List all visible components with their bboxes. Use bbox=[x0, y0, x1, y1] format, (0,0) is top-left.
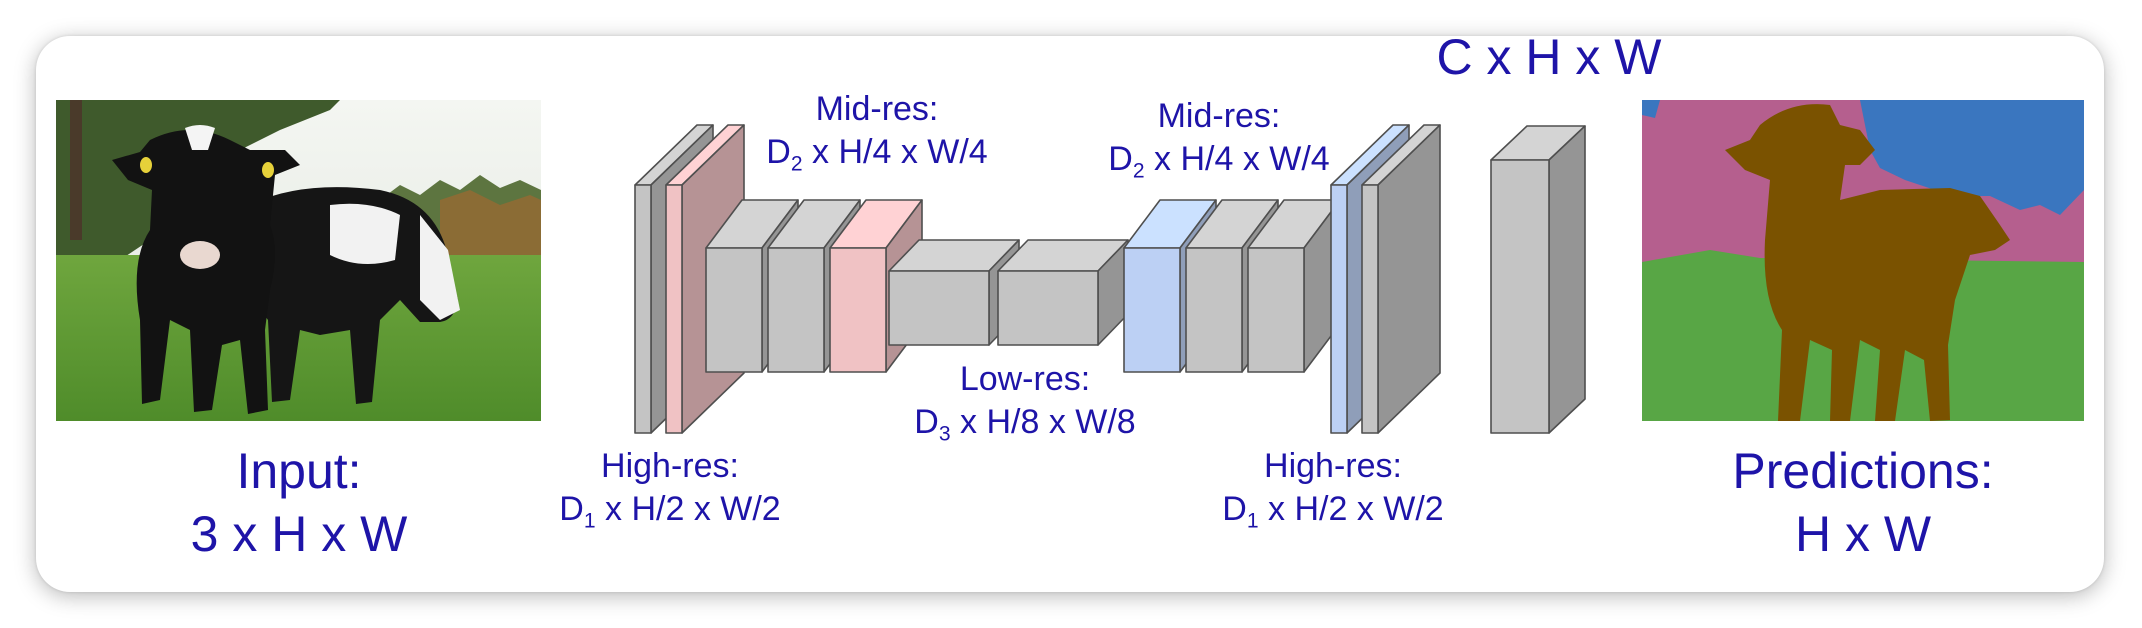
high-res-left-dims: D1 x H/2 x W/2 bbox=[559, 489, 781, 532]
high-res-right-dims: D1 x H/2 x W/2 bbox=[1222, 489, 1444, 532]
low-res-title: Low-res: bbox=[959, 360, 1091, 398]
predictions-title: Predictions: bbox=[1732, 443, 1994, 499]
network-blocks bbox=[634, 124, 1586, 434]
channels-dims: C x H x W bbox=[1436, 29, 1662, 85]
input-dims: 3 x H x W bbox=[190, 505, 408, 562]
high-res-layer-4 bbox=[1361, 124, 1441, 434]
predictions-label: Predictions: H x W bbox=[1732, 440, 1993, 565]
mid-res-left-label: Mid-res: D2 x H/4 x W/4 bbox=[766, 88, 987, 177]
high-res-right-label: High-res: D1 x H/2 x W/2 bbox=[1222, 445, 1443, 534]
low-res-label: Low-res: D3 x H/8 x W/8 bbox=[914, 358, 1135, 447]
low-res-dims: D3 x H/8 x W/8 bbox=[914, 402, 1136, 445]
input-label: Input: 3 x H x W bbox=[191, 440, 408, 565]
input-title: Input: bbox=[236, 443, 362, 499]
high-res-left-title: High-res: bbox=[601, 447, 739, 485]
predictions-dims: H x W bbox=[1794, 505, 1932, 562]
mid-res-right-label: Mid-res: D2 x H/4 x W/4 bbox=[1108, 95, 1329, 184]
input-image bbox=[56, 100, 541, 421]
high-res-left-label: High-res: D1 x H/2 x W/2 bbox=[559, 445, 780, 534]
mid-res-right-dims: D2 x H/4 x W/4 bbox=[1108, 139, 1330, 182]
mid-res-right-title: Mid-res: bbox=[1157, 97, 1281, 135]
high-res-right-title: High-res: bbox=[1264, 447, 1402, 485]
low-res-layer-2 bbox=[997, 239, 1129, 346]
channels-label: C x H x W bbox=[1437, 26, 1662, 89]
mid-res-left-title: Mid-res: bbox=[815, 90, 939, 128]
predictions-image bbox=[1642, 100, 2084, 421]
output-layer bbox=[1490, 125, 1586, 434]
mid-res-left-dims: D2 x H/4 x W/4 bbox=[766, 132, 988, 175]
